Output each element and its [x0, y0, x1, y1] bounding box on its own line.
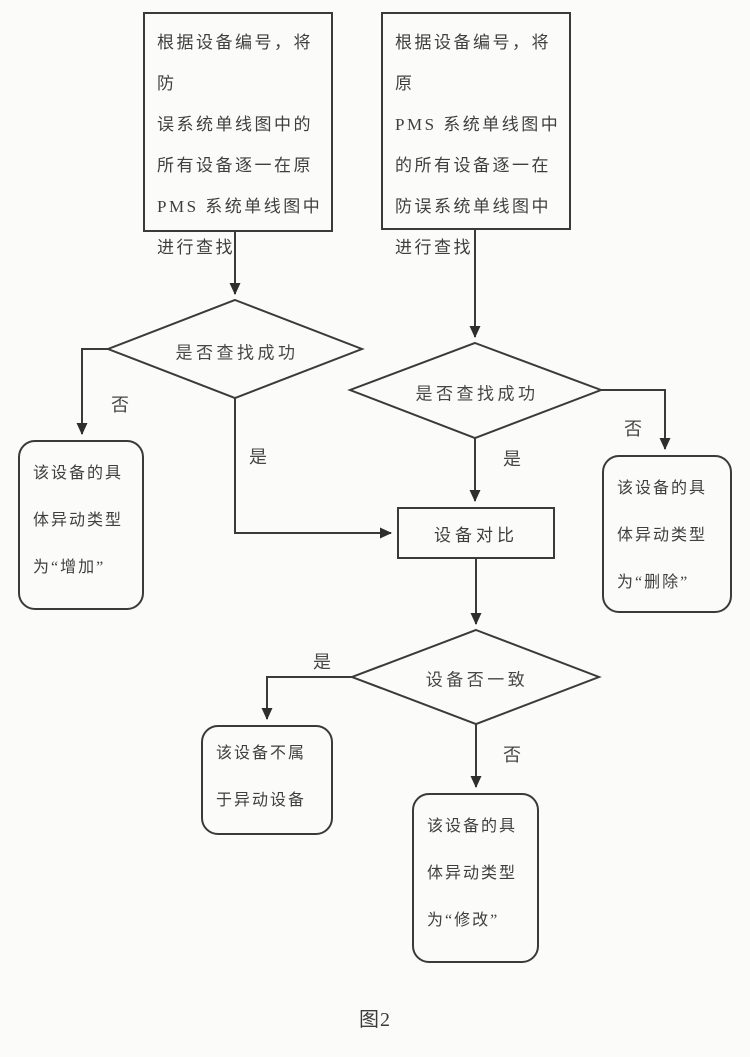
- result-modify-box: 该设备的具 体异动类型 为“修改”: [412, 793, 539, 963]
- result-add-box: 该设备的具 体异动类型 为“增加”: [18, 440, 144, 610]
- edge-decisionleft-no-to-add: [76, 348, 108, 435]
- decision-right-label: 是否查找成功: [415, 384, 539, 404]
- process-compare-box: 设备对比: [397, 507, 555, 559]
- edge-consistent-yes-to-notchanged: [261, 676, 352, 720]
- edge-label-right-yes: 是: [503, 449, 521, 469]
- decision-consistent-label: 设备否一致: [425, 670, 529, 690]
- edge-label-left-no: 否: [111, 395, 129, 415]
- edge-label-left-yes: 是: [249, 447, 267, 467]
- result-not-changed-box: 该设备不属 于异动设备: [201, 725, 333, 835]
- edge-label-consistent-yes: 是: [313, 652, 331, 672]
- figure-caption: 图2: [359, 1009, 391, 1031]
- result-delete-box: 该设备的具 体异动类型 为“删除”: [602, 455, 732, 613]
- edge-label-consistent-no: 否: [503, 745, 521, 765]
- process-search-left: 根据设备编号，将防 误系统单线图中的 所有设备逐一在原 PMS 系统单线图中 进…: [143, 12, 333, 257]
- edge-label-right-no: 否: [624, 419, 642, 439]
- process-search-right: 根据设备编号，将原 PMS 系统单线图中 的所有设备逐一在 防误系统单线图中 进…: [381, 12, 571, 257]
- decision-left-label: 是否查找成功: [175, 343, 299, 363]
